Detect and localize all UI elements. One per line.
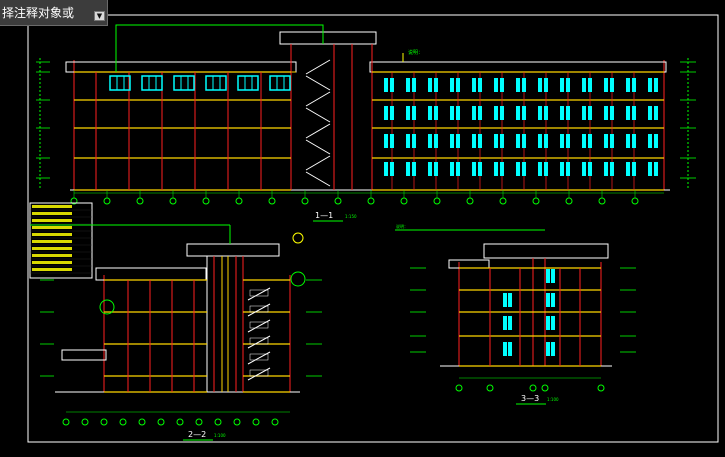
section-1-1: 说明： 1—1 1:150: [36, 24, 696, 222]
command-prompt-tooltip: 择注释对象或 ▼: [0, 0, 108, 26]
section-3-3: 说明： 3—3 1:100: [395, 223, 636, 405]
chevron-down-icon: ▼: [96, 11, 103, 20]
drawing-frame: [27, 14, 719, 443]
section-2-2-scale: 1:100: [214, 433, 226, 438]
section-3-3-label: 3—3: [521, 394, 539, 403]
svg-text:说明：: 说明：: [396, 223, 408, 229]
prompt-options-button[interactable]: ▼: [94, 11, 105, 21]
svg-text:说明：: 说明：: [408, 49, 423, 56]
section-3-3-scale: 1:100: [547, 397, 559, 402]
section-1-1-scale: 1:150: [345, 214, 357, 219]
notes-table: [29, 202, 93, 279]
command-prompt-text: 择注释对象或: [2, 6, 75, 20]
section-1-1-label: 1—1: [315, 211, 333, 220]
section-2-2-label: 2—2: [188, 430, 206, 439]
section-2-2: 2—2 1:100: [30, 224, 322, 441]
